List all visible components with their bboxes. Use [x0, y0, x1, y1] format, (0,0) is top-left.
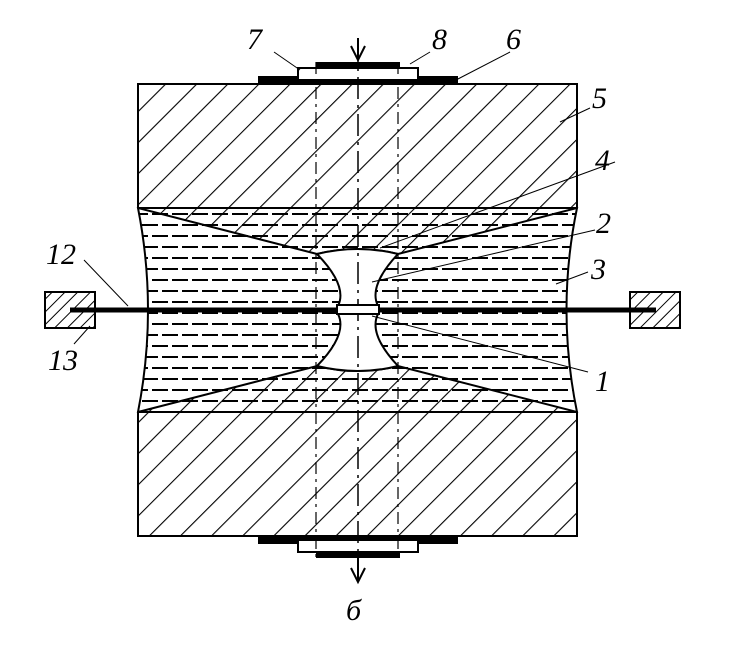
callout-6: 6 [506, 23, 521, 56]
leader-12 [83, 259, 129, 307]
leader-6 [455, 51, 511, 81]
callout-4: 4 [595, 144, 610, 177]
callout-1: 1 [595, 365, 610, 398]
leader-7 [273, 51, 301, 71]
leader-4 [379, 161, 616, 249]
sample [336, 304, 380, 315]
callout-5: 5 [592, 82, 607, 115]
bottom-arrow-head [350, 567, 366, 585]
leader-1 [371, 315, 589, 373]
callout-7: 7 [247, 23, 264, 56]
top-plate-inner [316, 62, 400, 69]
leader-2 [371, 229, 596, 283]
bottom-plate-inner [316, 551, 400, 558]
top-arrow-head [350, 45, 366, 63]
leader-8 [409, 51, 431, 65]
callout-2: 2 [596, 207, 611, 240]
callout-3: 3 [590, 253, 606, 286]
leader-3 [555, 271, 589, 285]
right-block [629, 291, 681, 329]
bottom-label: б [346, 594, 362, 627]
left-block [44, 291, 96, 329]
callout-8: 8 [432, 23, 447, 56]
leader-13 [73, 325, 91, 345]
callout-12: 12 [46, 238, 76, 271]
callout-13: 13 [48, 344, 78, 377]
leader-5 [559, 107, 591, 123]
